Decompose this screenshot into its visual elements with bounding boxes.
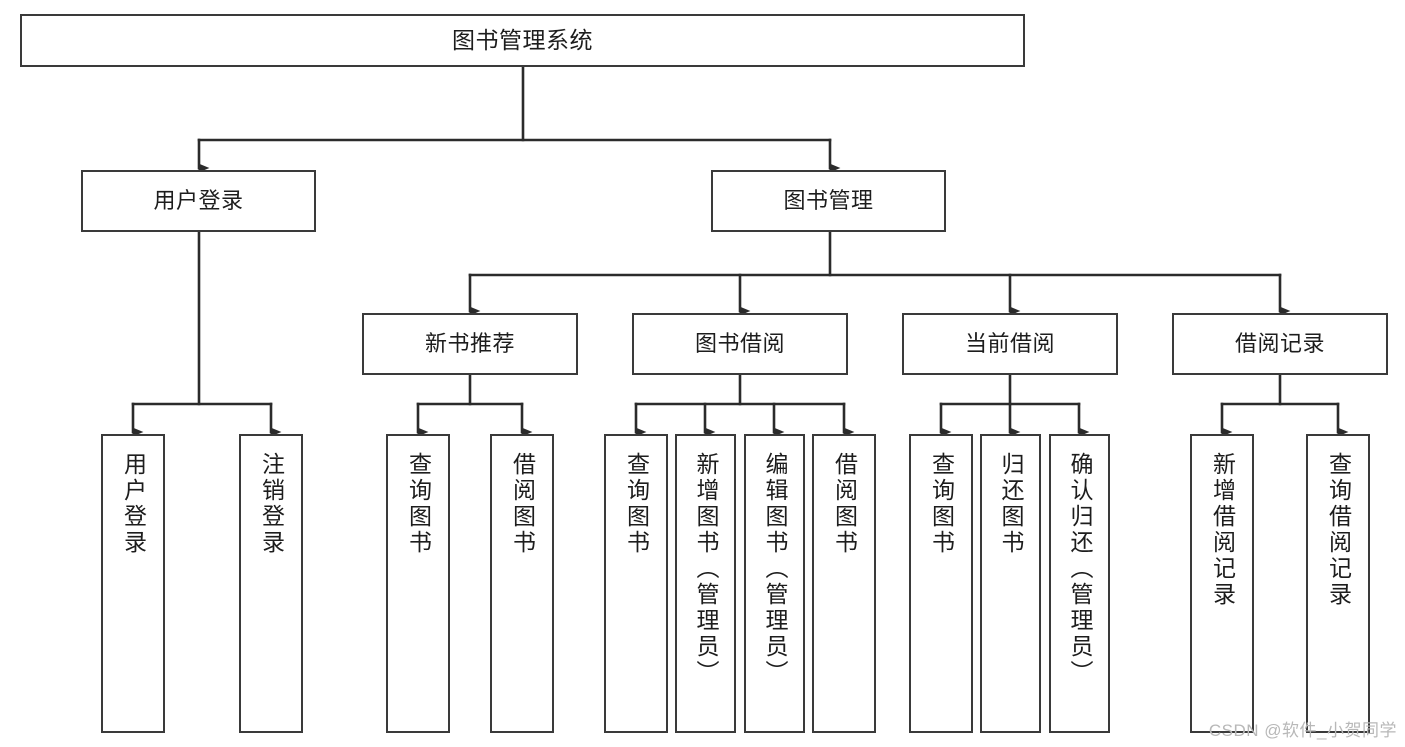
node-root[interactable]: 图书管理系统 <box>20 14 1025 67</box>
leaf-borrow-book-borrow[interactable]: 借阅图书 <box>812 434 876 733</box>
node-current-borrow-label: 当前借阅 <box>964 330 1055 356</box>
leaf-query-borrow-record-label: 查询借阅记录 <box>1325 452 1352 608</box>
node-book-manage[interactable]: 图书管理 <box>711 170 946 232</box>
csdn-watermark: CSDN @软件_小贺同学 <box>1208 721 1397 740</box>
leaf-query-borrow-record[interactable]: 查询借阅记录 <box>1306 434 1370 733</box>
leaf-query-book-recommend[interactable]: 查询图书 <box>386 434 450 733</box>
leaf-query-book-recommend-label: 查询图书 <box>405 452 432 556</box>
leaf-confirm-return-admin-label: 确认归还（管理员） <box>1067 452 1093 686</box>
leaf-query-book-borrow[interactable]: 查询图书 <box>604 434 668 733</box>
leaf-edit-book-admin-label: 编辑图书（管理员） <box>762 452 788 686</box>
leaf-user-login[interactable]: 用户登录 <box>101 434 165 733</box>
node-borrow-record-label: 借阅记录 <box>1234 330 1325 356</box>
leaf-add-book-admin-label: 新增图书（管理员） <box>693 452 719 686</box>
node-new-book-recommend[interactable]: 新书推荐 <box>362 313 578 375</box>
node-book-borrow[interactable]: 图书借阅 <box>632 313 848 375</box>
leaf-add-borrow-record-label: 新增借阅记录 <box>1209 452 1236 608</box>
node-root-label: 图书管理系统 <box>452 26 593 53</box>
leaf-user-login-label: 用户登录 <box>120 452 147 556</box>
leaf-logout[interactable]: 注销登录 <box>239 434 303 733</box>
node-new-book-recommend-label: 新书推荐 <box>424 330 515 356</box>
leaf-add-borrow-record[interactable]: 新增借阅记录 <box>1190 434 1254 733</box>
leaf-return-book[interactable]: 归还图书 <box>980 434 1041 733</box>
leaf-query-book-current[interactable]: 查询图书 <box>909 434 973 733</box>
leaf-confirm-return-admin[interactable]: 确认归还（管理员） <box>1049 434 1110 733</box>
leaf-query-book-borrow-label: 查询图书 <box>623 452 650 556</box>
leaf-add-book-admin[interactable]: 新增图书（管理员） <box>675 434 736 733</box>
leaf-borrow-book-recommend-label: 借阅图书 <box>509 452 536 556</box>
node-book-manage-label: 图书管理 <box>783 187 874 213</box>
node-book-borrow-label: 图书借阅 <box>694 330 785 356</box>
node-current-borrow[interactable]: 当前借阅 <box>902 313 1118 375</box>
leaf-query-book-current-label: 查询图书 <box>928 452 955 556</box>
node-user-login-label: 用户登录 <box>153 187 244 213</box>
node-user-login[interactable]: 用户登录 <box>81 170 316 232</box>
leaf-borrow-book-borrow-label: 借阅图书 <box>831 452 858 556</box>
leaf-edit-book-admin[interactable]: 编辑图书（管理员） <box>744 434 805 733</box>
leaf-logout-label: 注销登录 <box>258 452 285 556</box>
leaf-borrow-book-recommend[interactable]: 借阅图书 <box>490 434 554 733</box>
leaf-return-book-label: 归还图书 <box>998 452 1024 556</box>
node-borrow-record[interactable]: 借阅记录 <box>1172 313 1388 375</box>
